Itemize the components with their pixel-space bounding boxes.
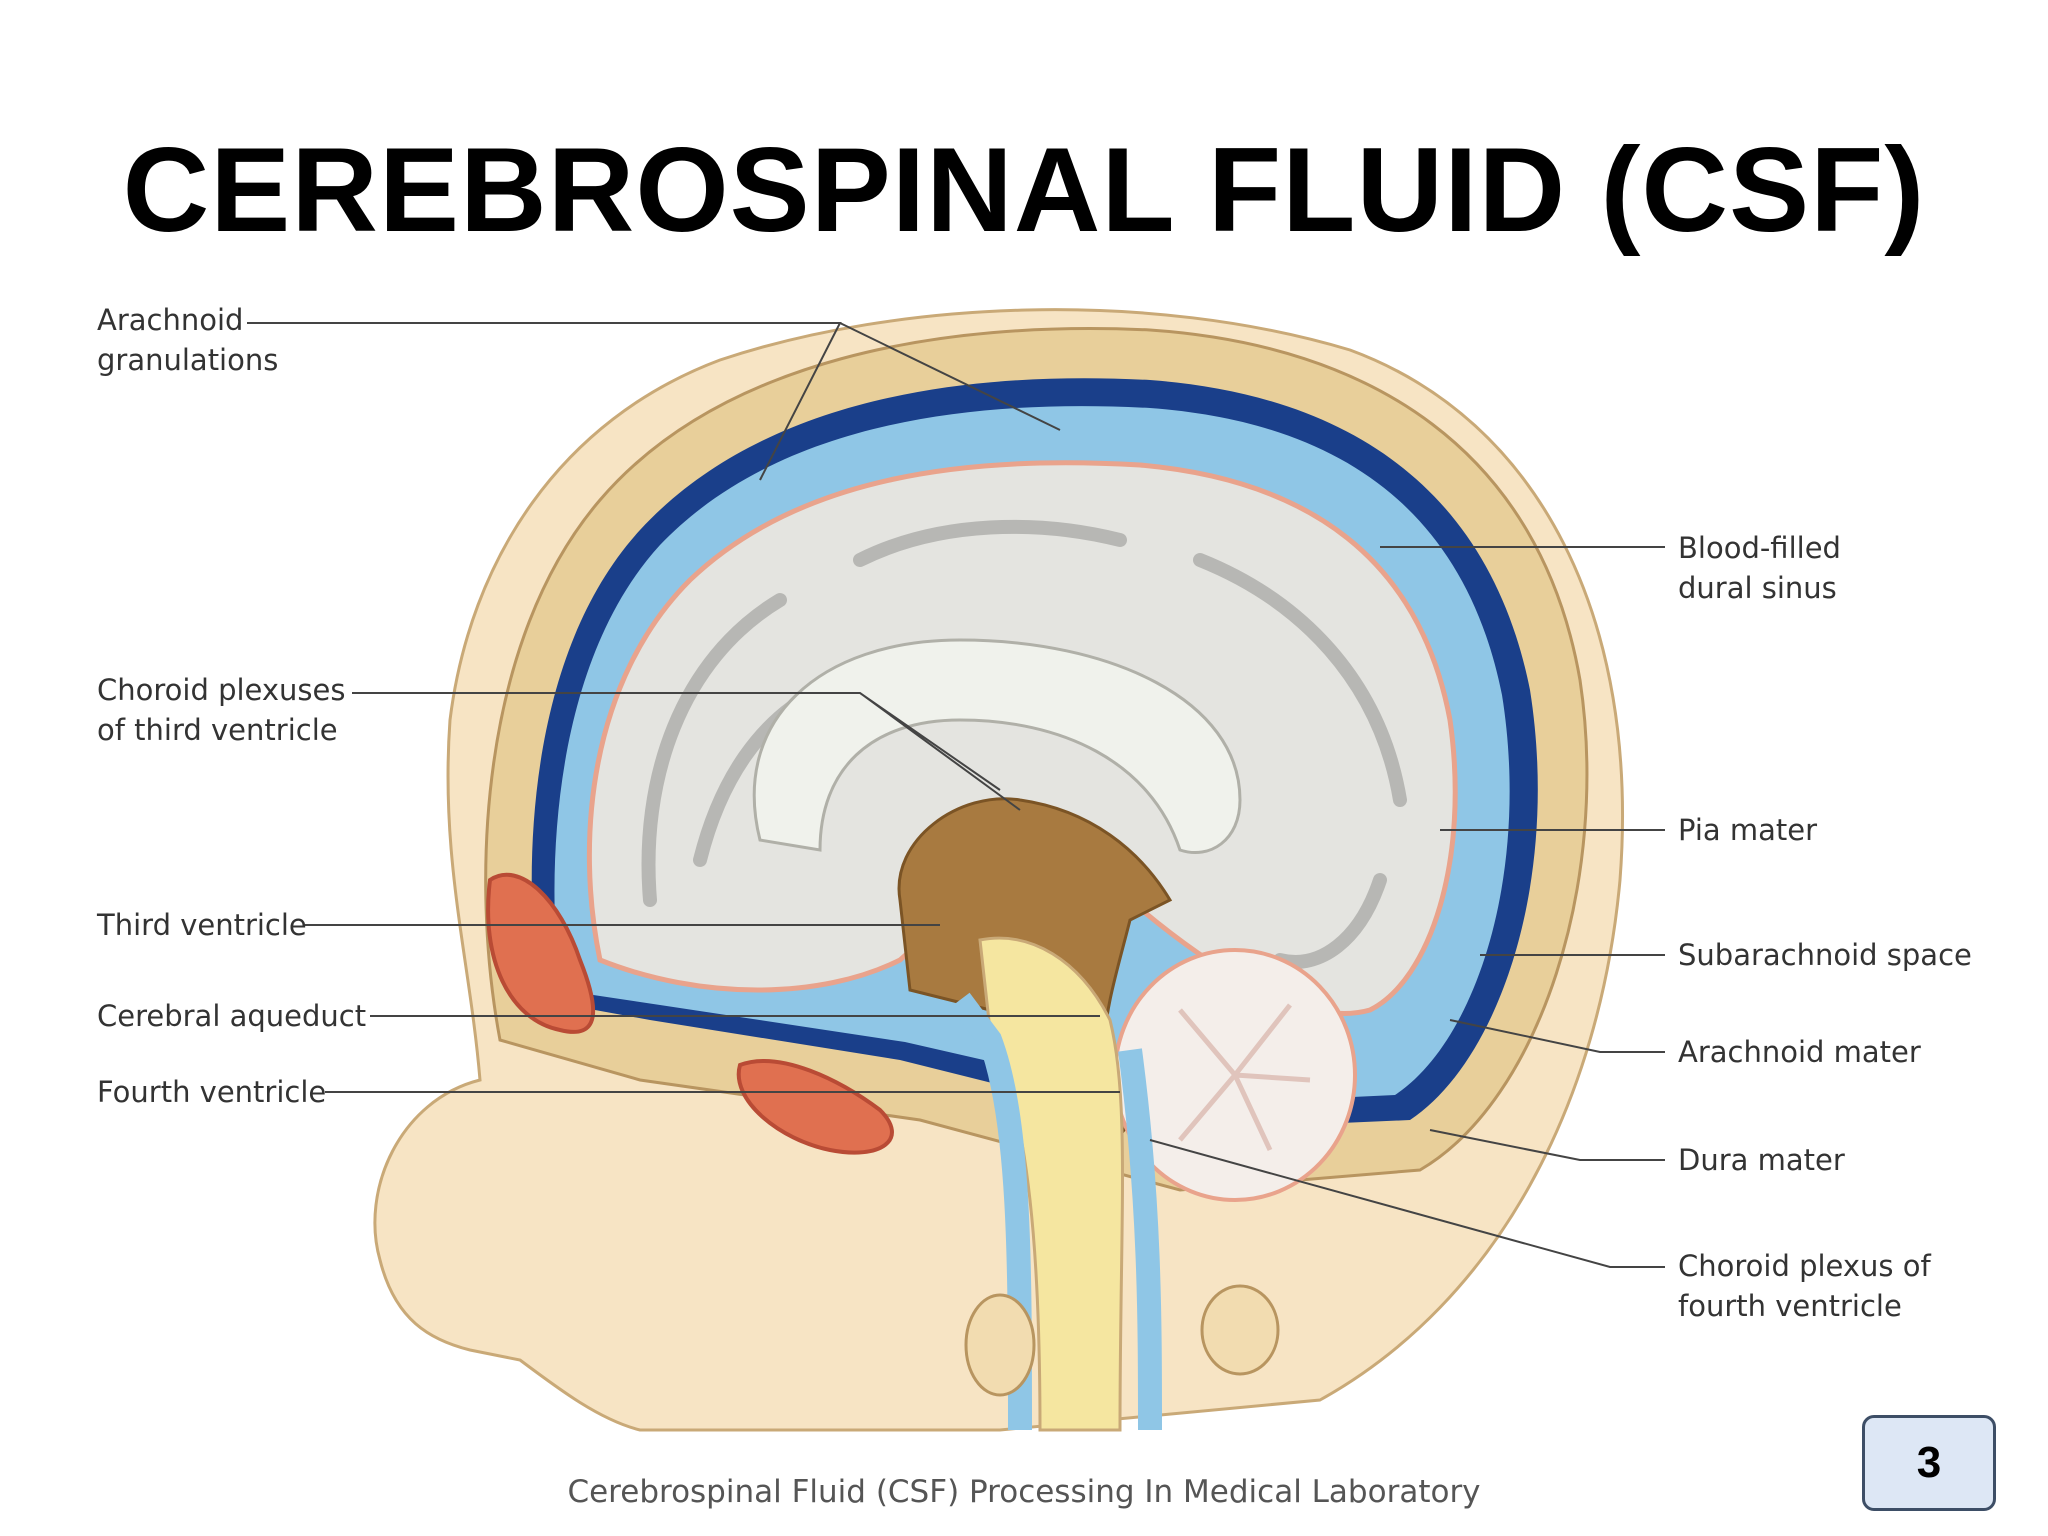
label-fourth-ventricle: Fourth ventricle	[97, 1075, 327, 1109]
leader-choroid-third	[352, 692, 1021, 811]
label-cerebral-aqueduct: Cerebral aqueduct	[97, 999, 367, 1033]
gyri-shading	[641, 519, 1407, 969]
frontal-sinus	[486, 872, 596, 1034]
label-arachnoid-mater: Arachnoid mater	[1678, 1035, 1921, 1069]
sphenoid-sinus	[736, 1059, 894, 1155]
label-dura-mater: Dura mater	[1678, 1143, 1845, 1177]
leader-lines	[247, 322, 1665, 1268]
leader-dura-mater	[1429, 1129, 1665, 1161]
arbor-vitae	[1178, 1003, 1311, 1152]
vertebra-right	[1200, 1284, 1280, 1376]
page-number: 3	[1916, 1438, 1942, 1487]
label-third-ventricle: Third ventricle	[97, 908, 307, 942]
corpus-callosum	[752, 638, 1242, 855]
label-pia-mater: Pia mater	[1678, 813, 1818, 847]
slide-footer: Cerebrospinal Fluid (CSF) Processing In …	[567, 1474, 1481, 1510]
leader-arachnoid-mater	[1449, 1019, 1665, 1053]
page-number-badge: 3	[1862, 1415, 1996, 1511]
slide-title: CEREBROSPINAL FLUID (CSF)	[122, 123, 1926, 257]
leader-choroid-fourth	[1149, 1139, 1665, 1268]
vertebra-left	[964, 1293, 1036, 1397]
label-arachnoid-granulations: Arachnoid granulations	[97, 303, 279, 377]
label-choroid-plexus-fourth: Choroid plexus of fourth ventricle	[1678, 1249, 1931, 1323]
label-subarachnoid-space: Subarachnoid space	[1678, 938, 1972, 972]
leader-arachnoid-granulations	[247, 322, 1061, 481]
label-blood-filled-dural-sinus: Blood-filled dural sinus	[1678, 531, 1841, 605]
label-choroid-plexuses-third: Choroid plexuses of third ventricle	[97, 673, 346, 747]
